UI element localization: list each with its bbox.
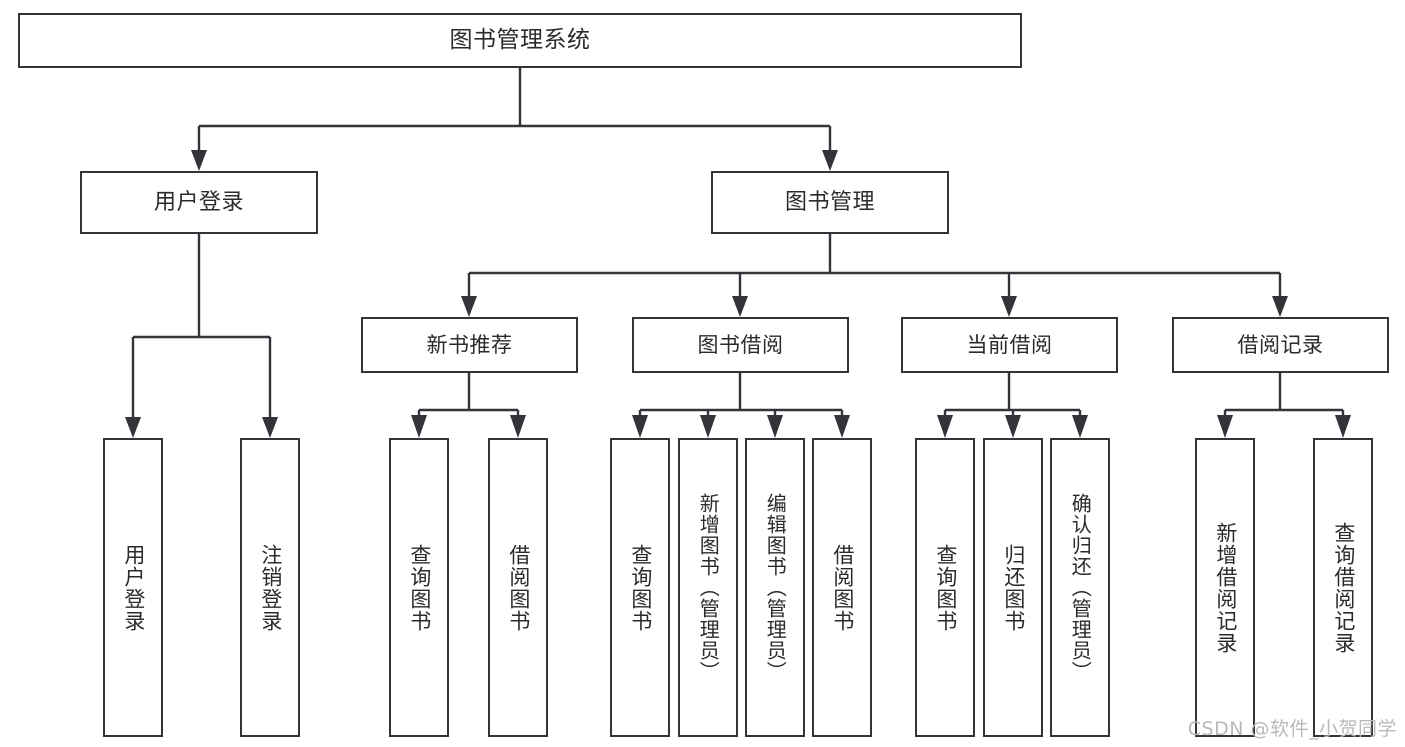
watermark: CSDN @软件_小贺同学: [1187, 718, 1397, 740]
arrowhead-leaf-9: [937, 415, 953, 438]
leaf-add-borrow-record-label: 新增借阅记录: [1213, 521, 1238, 654]
arrowhead-borrow: [732, 296, 748, 317]
leaf-confirm-return-admin-label: 确认归还（管理员）: [1068, 493, 1093, 682]
arrowhead-leaf-6: [700, 415, 716, 438]
node-root-label: 图书管理系统: [449, 27, 591, 54]
leaf-borrow-book-newbook-label: 借阅图书: [506, 543, 531, 632]
leaf-logout-label: 注销登录: [258, 543, 283, 632]
leaf-add-book-admin[interactable]: 新增图书（管理员）: [678, 438, 738, 737]
leaf-borrow-book-label: 借阅图书: [830, 543, 855, 632]
leaf-add-borrow-record[interactable]: 新增借阅记录: [1195, 438, 1255, 737]
leaf-borrow-book-newbook[interactable]: 借阅图书: [488, 438, 548, 737]
leaf-user-login-label: 用户登录: [121, 543, 146, 632]
arrowhead-leaf-12: [1217, 415, 1233, 438]
arrowhead-leaf-10: [1005, 415, 1021, 438]
arrowhead-user-login: [191, 150, 207, 171]
node-user-login-label: 用户登录: [153, 189, 244, 215]
leaf-edit-book-admin-label: 编辑图书（管理员）: [763, 493, 788, 682]
arrowhead-leaf-2: [262, 417, 278, 438]
leaf-edit-book-admin[interactable]: 编辑图书（管理员）: [745, 438, 805, 737]
leaf-confirm-return-admin[interactable]: 确认归还（管理员）: [1050, 438, 1110, 737]
node-book-management-label: 图书管理: [784, 189, 875, 215]
arrowhead-leaf-11: [1072, 415, 1088, 438]
leaf-return-book-label: 归还图书: [1001, 543, 1026, 632]
leaf-query-book-borrow[interactable]: 查询图书: [610, 438, 670, 737]
node-root[interactable]: 图书管理系统: [18, 13, 1022, 68]
leaf-query-book-newbook-label: 查询图书: [407, 543, 432, 632]
leaf-query-borrow-record[interactable]: 查询借阅记录: [1313, 438, 1373, 737]
leaf-query-book-borrow-label: 查询图书: [628, 543, 653, 632]
node-current-borrow[interactable]: 当前借阅: [901, 317, 1118, 373]
leaf-query-borrow-record-label: 查询借阅记录: [1331, 521, 1356, 654]
leaf-add-book-admin-label: 新增图书（管理员）: [696, 493, 721, 682]
leaf-return-book[interactable]: 归还图书: [983, 438, 1043, 737]
node-borrow-record[interactable]: 借阅记录: [1172, 317, 1389, 373]
leaf-query-book-current-label: 查询图书: [933, 543, 958, 632]
node-current-borrow-label: 当前借阅: [966, 332, 1053, 357]
arrowhead-leaf-3: [411, 415, 427, 438]
node-borrow-record-label: 借阅记录: [1237, 332, 1324, 357]
arrowhead-leaf-13: [1335, 415, 1351, 438]
node-user-login[interactable]: 用户登录: [80, 171, 318, 234]
node-new-book-recommend[interactable]: 新书推荐: [361, 317, 578, 373]
arrowhead-record: [1272, 296, 1288, 317]
node-book-borrow[interactable]: 图书借阅: [632, 317, 849, 373]
leaf-query-book-current[interactable]: 查询图书: [915, 438, 975, 737]
leaf-user-login[interactable]: 用户登录: [103, 438, 163, 737]
arrowhead-leaf-4: [510, 415, 526, 438]
node-new-book-recommend-label: 新书推荐: [426, 332, 513, 357]
node-book-borrow-label: 图书借阅: [697, 332, 784, 357]
arrowhead-leaf-8: [834, 415, 850, 438]
arrowhead-leaf-1: [125, 417, 141, 438]
arrowhead-leaf-5: [632, 415, 648, 438]
leaf-borrow-book[interactable]: 借阅图书: [812, 438, 872, 737]
arrowhead-current: [1001, 296, 1017, 317]
arrowhead-new-book: [461, 296, 477, 317]
leaf-query-book-newbook[interactable]: 查询图书: [389, 438, 449, 737]
arrowhead-leaf-7: [767, 415, 783, 438]
arrowhead-book-manage: [822, 150, 838, 171]
leaf-logout[interactable]: 注销登录: [240, 438, 300, 737]
node-book-management[interactable]: 图书管理: [711, 171, 949, 234]
